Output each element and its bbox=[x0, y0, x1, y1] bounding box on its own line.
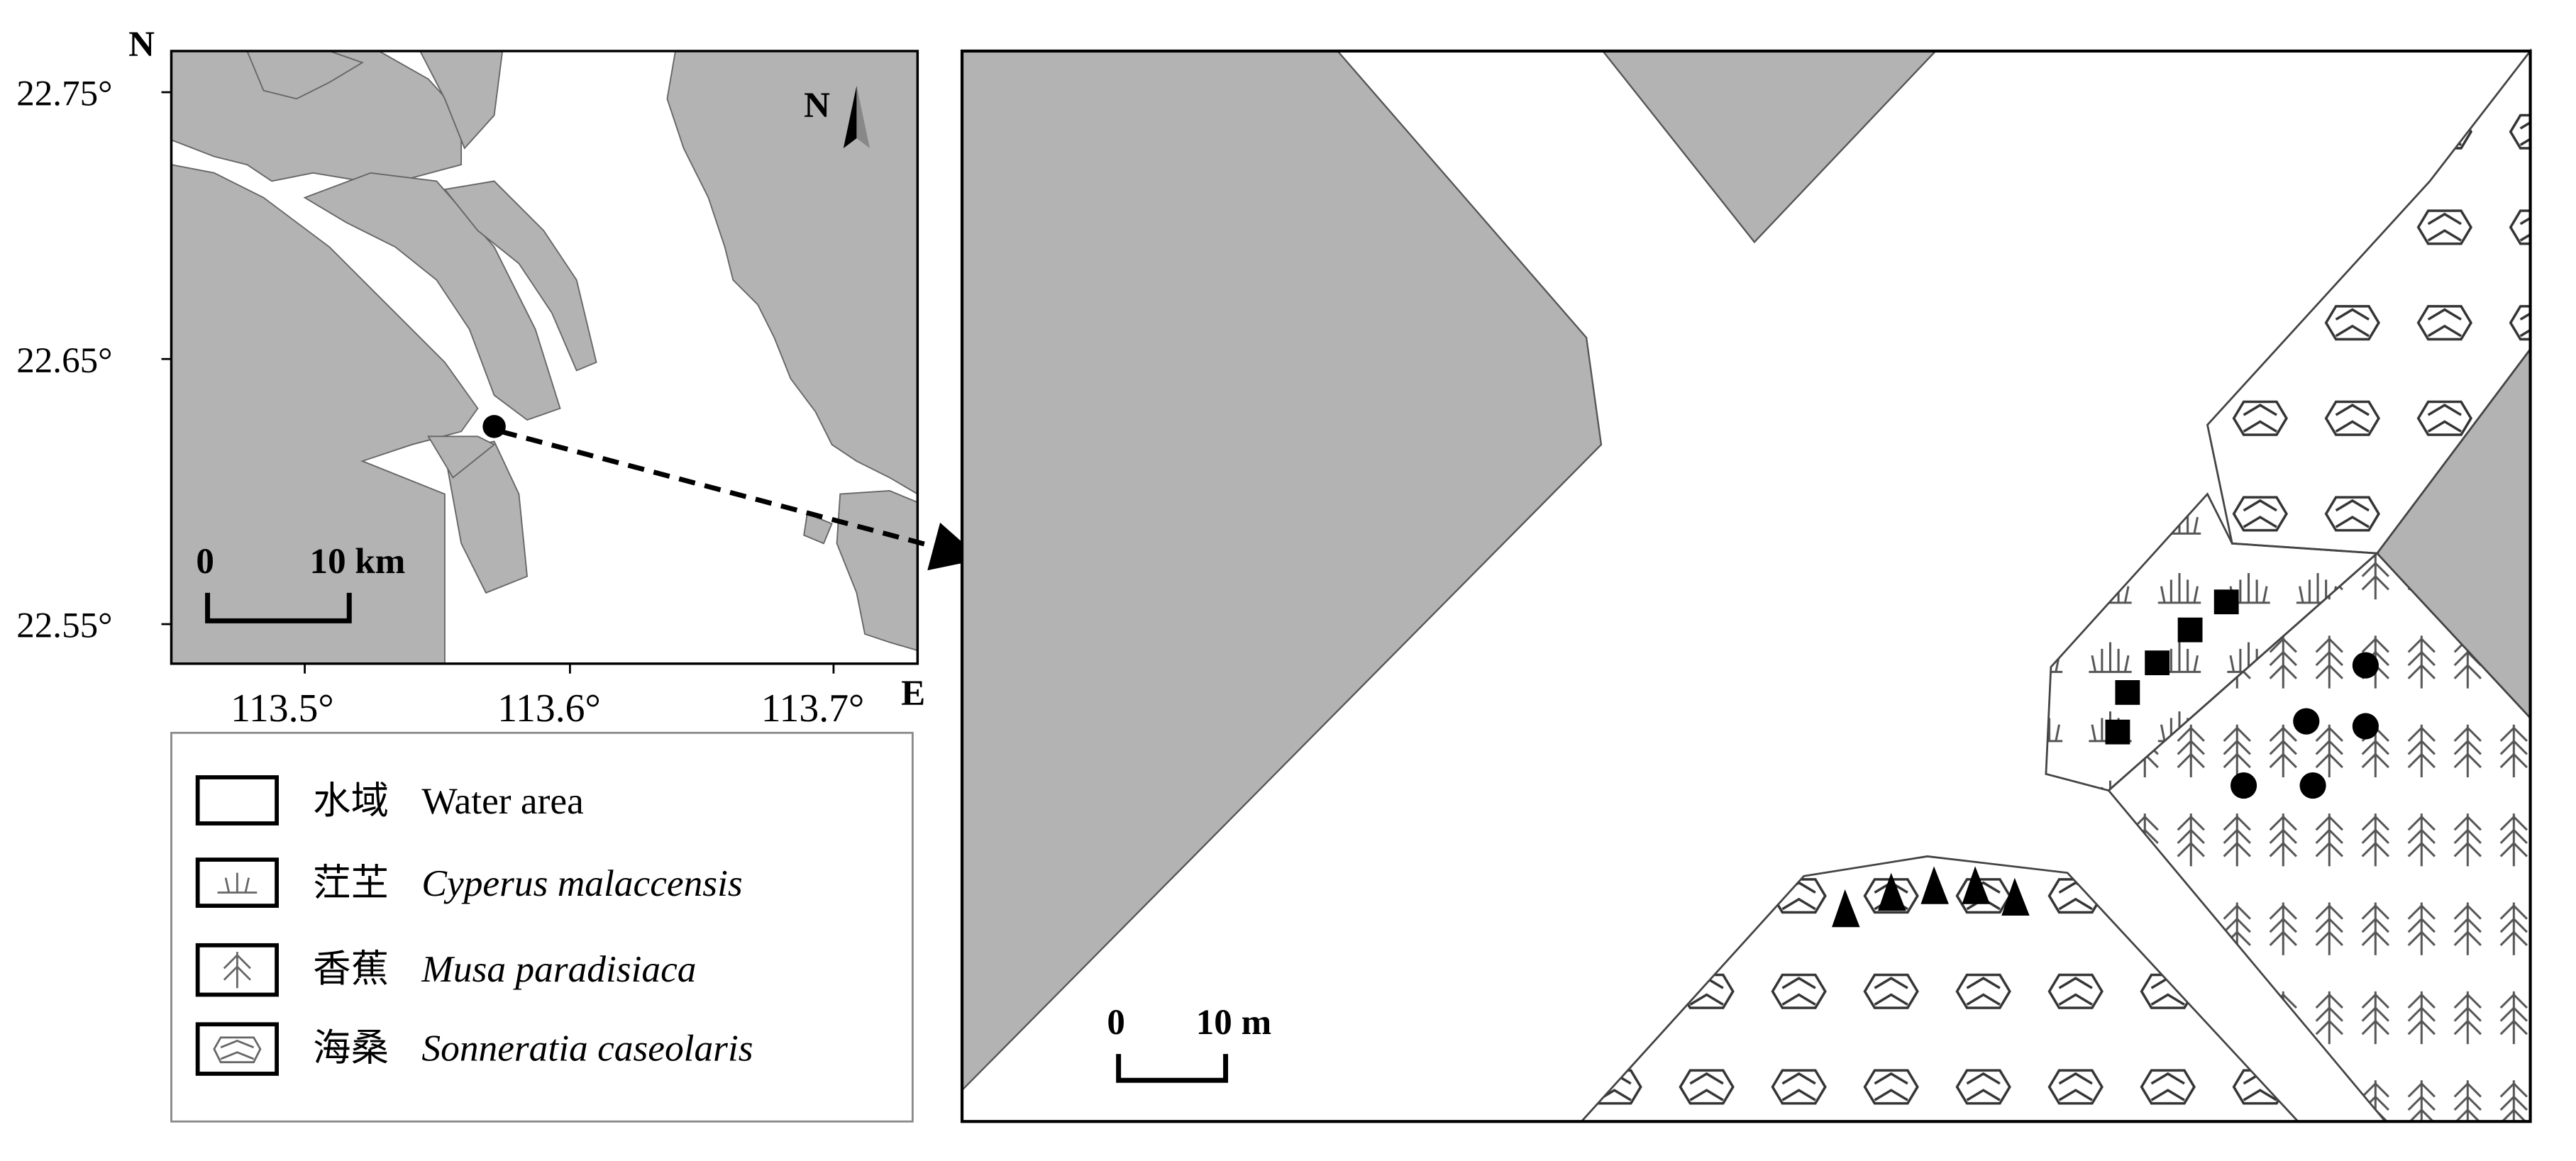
legend-zh: 香蕉 bbox=[313, 948, 389, 990]
locator-arrow-icon bbox=[499, 428, 982, 571]
sample-triangle-marker bbox=[1832, 889, 1860, 928]
legend-en: Sonneratia caseolaris bbox=[421, 1026, 753, 1069]
sample-square-marker bbox=[2105, 719, 2130, 745]
site-markers-triangles bbox=[1832, 866, 2030, 928]
compass-label: N bbox=[804, 85, 830, 126]
lon-tick-label: 113.6° bbox=[497, 687, 601, 731]
legend-frame bbox=[170, 731, 914, 1123]
legend-en: Water area bbox=[421, 779, 583, 822]
legend-swatch-cyperus bbox=[195, 857, 279, 909]
detail-scalebar: 0 10 m bbox=[1107, 1002, 1271, 1083]
site-markers-squares bbox=[2105, 589, 2239, 745]
sample-square-marker bbox=[2115, 679, 2140, 705]
sample-square-marker bbox=[2145, 650, 2170, 676]
overview-frame bbox=[170, 50, 919, 665]
legend-zh: 茳芏 bbox=[313, 862, 389, 904]
lon-tick-label: 113.7° bbox=[761, 687, 865, 731]
sample-square-marker bbox=[2177, 617, 2203, 643]
east-axis-label: E bbox=[901, 673, 925, 713]
sample-triangle-marker bbox=[1962, 866, 1990, 904]
overview-map: N N E 22.75° 22.65° 22.55° 113.5° 113.6°… bbox=[16, 24, 925, 731]
detail-map: 0 10 m bbox=[960, 48, 2532, 1123]
study-site-marker bbox=[482, 415, 506, 438]
legend-en: Musa paradisiaca bbox=[421, 948, 696, 990]
legend-zh: 水域 bbox=[313, 779, 389, 822]
lat-tick-label: 22.65° bbox=[16, 340, 112, 381]
lat-tick-label: 22.55° bbox=[16, 606, 112, 646]
sample-circle-marker bbox=[2352, 713, 2379, 740]
legend-zh: 海桑 bbox=[313, 1026, 389, 1069]
legend-swatch-water bbox=[195, 775, 279, 826]
detail-frame bbox=[960, 49, 2532, 1123]
detail-scalebar-end: 10 m bbox=[1196, 1002, 1271, 1043]
sample-triangle-marker bbox=[2001, 877, 2030, 916]
legend-swatch-musa bbox=[195, 943, 279, 997]
overview-scalebar: 0 10 km bbox=[196, 541, 406, 623]
lon-tick-label: 113.5° bbox=[231, 687, 334, 731]
legend-en: Cyperus malaccensis bbox=[421, 862, 742, 904]
scalebar-end: 10 km bbox=[310, 541, 406, 582]
sample-circle-marker bbox=[2352, 652, 2379, 679]
sample-triangle-marker bbox=[1920, 866, 1949, 904]
detail-scalebar-zero: 0 bbox=[1107, 1002, 1125, 1043]
sample-triangle-marker bbox=[1878, 872, 1906, 911]
sample-circle-marker bbox=[2299, 772, 2326, 799]
legend-swatch-sonneratia bbox=[195, 1022, 279, 1076]
overview-landmass bbox=[170, 50, 919, 665]
north-axis-label: N bbox=[128, 24, 155, 65]
sample-circle-marker bbox=[2230, 772, 2257, 799]
site-markers-circles bbox=[2230, 652, 2379, 799]
sample-circle-marker bbox=[2293, 708, 2320, 735]
scalebar-zero: 0 bbox=[196, 541, 214, 582]
legend: 水域 Water area 茳芏 Cyperus malaccensis 香蕉 … bbox=[170, 731, 914, 1123]
lat-tick-label: 22.75° bbox=[16, 74, 112, 114]
sample-square-marker bbox=[2213, 589, 2239, 615]
